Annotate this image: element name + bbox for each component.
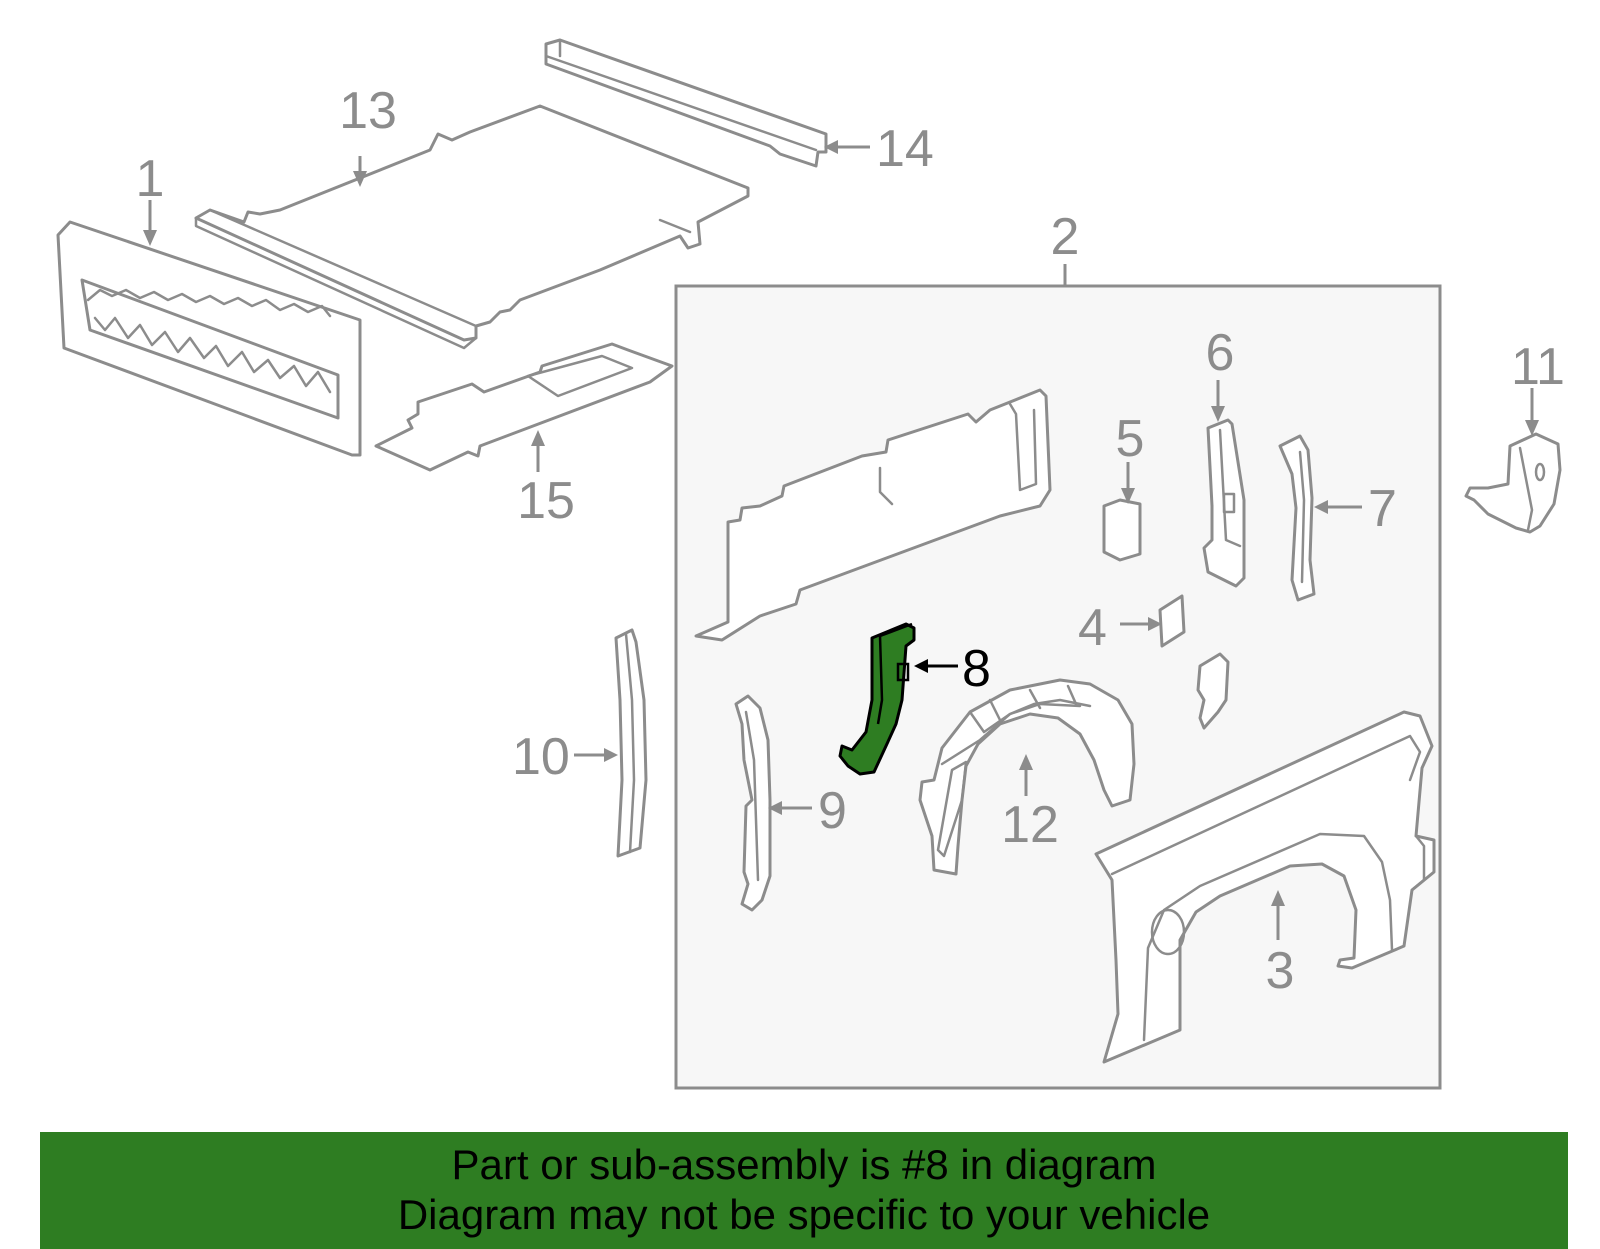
- callout-1[interactable]: 1: [136, 150, 165, 208]
- part-9-inner-pillar: [734, 694, 772, 912]
- callout-2[interactable]: 2: [1051, 208, 1080, 266]
- callout-7[interactable]: 7: [1368, 480, 1397, 538]
- part-2-inner-front-panel: [694, 388, 1052, 642]
- callout-4[interactable]: 4: [1078, 599, 1107, 657]
- part-14-rear-sill: [544, 38, 828, 168]
- part-11-corner-bracket: [1464, 432, 1562, 534]
- part-8-highlighted-bracket[interactable]: [838, 622, 916, 776]
- callout-14[interactable]: 14: [876, 120, 934, 178]
- part-4-small-plate: [1158, 594, 1186, 648]
- part-6-pillar-bracket: [1202, 418, 1246, 588]
- callout-13[interactable]: 13: [339, 82, 397, 140]
- part-5-small-bracket: [1102, 498, 1142, 562]
- banner-line-1: Part or sub-assembly is #8 in diagram: [451, 1141, 1157, 1188]
- callout-5[interactable]: 5: [1116, 410, 1145, 468]
- part-unlabeled-bracket: [1196, 652, 1230, 730]
- part-13-floor: [194, 104, 750, 350]
- banner-line-2: Diagram may not be specific to your vehi…: [397, 1191, 1211, 1238]
- callout-15[interactable]: 15: [517, 472, 575, 530]
- callout-12[interactable]: 12: [1001, 796, 1059, 854]
- part-10-front-pillar: [614, 628, 648, 858]
- part-15-reinforcement-plate: [374, 342, 674, 472]
- callout-8[interactable]: 8: [962, 640, 991, 698]
- part-3-outer-side-panel: [1094, 710, 1436, 1064]
- part-12-wheelhouse: [918, 678, 1136, 876]
- part-7-rear-pillar: [1278, 434, 1316, 602]
- callout-11[interactable]: 11: [1511, 338, 1565, 396]
- callout-6[interactable]: 6: [1206, 324, 1235, 382]
- info-banner: Part or sub-assembly is #8 in diagram Di…: [40, 1132, 1568, 1249]
- callout-3[interactable]: 3: [1266, 942, 1295, 1000]
- callout-10[interactable]: 10: [512, 728, 570, 786]
- callout-9[interactable]: 9: [818, 782, 847, 840]
- part-1-front-panel: [56, 220, 362, 457]
